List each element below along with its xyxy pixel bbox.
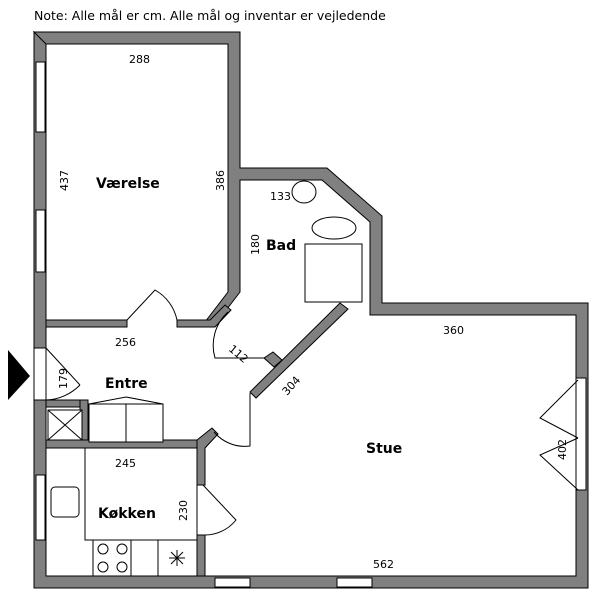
room-label-kokken: Køkken bbox=[98, 506, 156, 522]
entry-door-opening[interactable] bbox=[33, 347, 47, 401]
sink-icon bbox=[50, 486, 80, 518]
window-stue-bottom-1 bbox=[214, 577, 251, 588]
dim-entre-diag: 304 bbox=[280, 374, 304, 398]
room-label-vaerelse: Værelse bbox=[96, 176, 160, 192]
dim-bad-width: 133 bbox=[270, 190, 291, 203]
dim-vaerelse-side: 386 bbox=[214, 170, 227, 191]
dim-vaerelse-width: 288 bbox=[129, 53, 150, 66]
dim-entre-height: 179 bbox=[57, 368, 70, 389]
window-vaerelse-2 bbox=[35, 209, 46, 273]
dim-stue-height: 402 bbox=[556, 439, 569, 460]
dim-stue-bottom: 562 bbox=[373, 558, 394, 571]
room-label-stue: Stue bbox=[366, 441, 402, 457]
fixtures bbox=[47, 180, 363, 577]
window-vaerelse-1 bbox=[35, 61, 46, 133]
dim-stue-width: 360 bbox=[443, 324, 464, 337]
dim-entre-width: 256 bbox=[115, 336, 136, 349]
dim-kokken-height: 230 bbox=[177, 500, 190, 521]
room-label-entre: Entre bbox=[105, 376, 148, 392]
plan-note: Note: Alle mål er cm. Alle mål og invent… bbox=[34, 8, 386, 23]
window-stue-right bbox=[575, 377, 587, 491]
toilet-icon bbox=[311, 216, 357, 240]
walls bbox=[32, 30, 589, 589]
room-label-bad: Bad bbox=[266, 238, 296, 254]
shower-icon bbox=[304, 243, 363, 303]
dim-entre-door: 112 bbox=[226, 342, 250, 365]
dim-vaerelse-height: 437 bbox=[58, 170, 71, 191]
door-swings bbox=[45, 289, 579, 536]
bathroom-sink-icon bbox=[291, 180, 317, 204]
dim-kokken-width: 245 bbox=[115, 457, 136, 470]
dim-bad-height: 180 bbox=[249, 234, 262, 255]
window-kokken bbox=[35, 474, 46, 541]
window-stue-bottom-2 bbox=[336, 577, 373, 588]
entrance-arrow-icon bbox=[8, 350, 30, 400]
kitchen-counter-area bbox=[84, 447, 198, 541]
windows bbox=[35, 61, 587, 588]
